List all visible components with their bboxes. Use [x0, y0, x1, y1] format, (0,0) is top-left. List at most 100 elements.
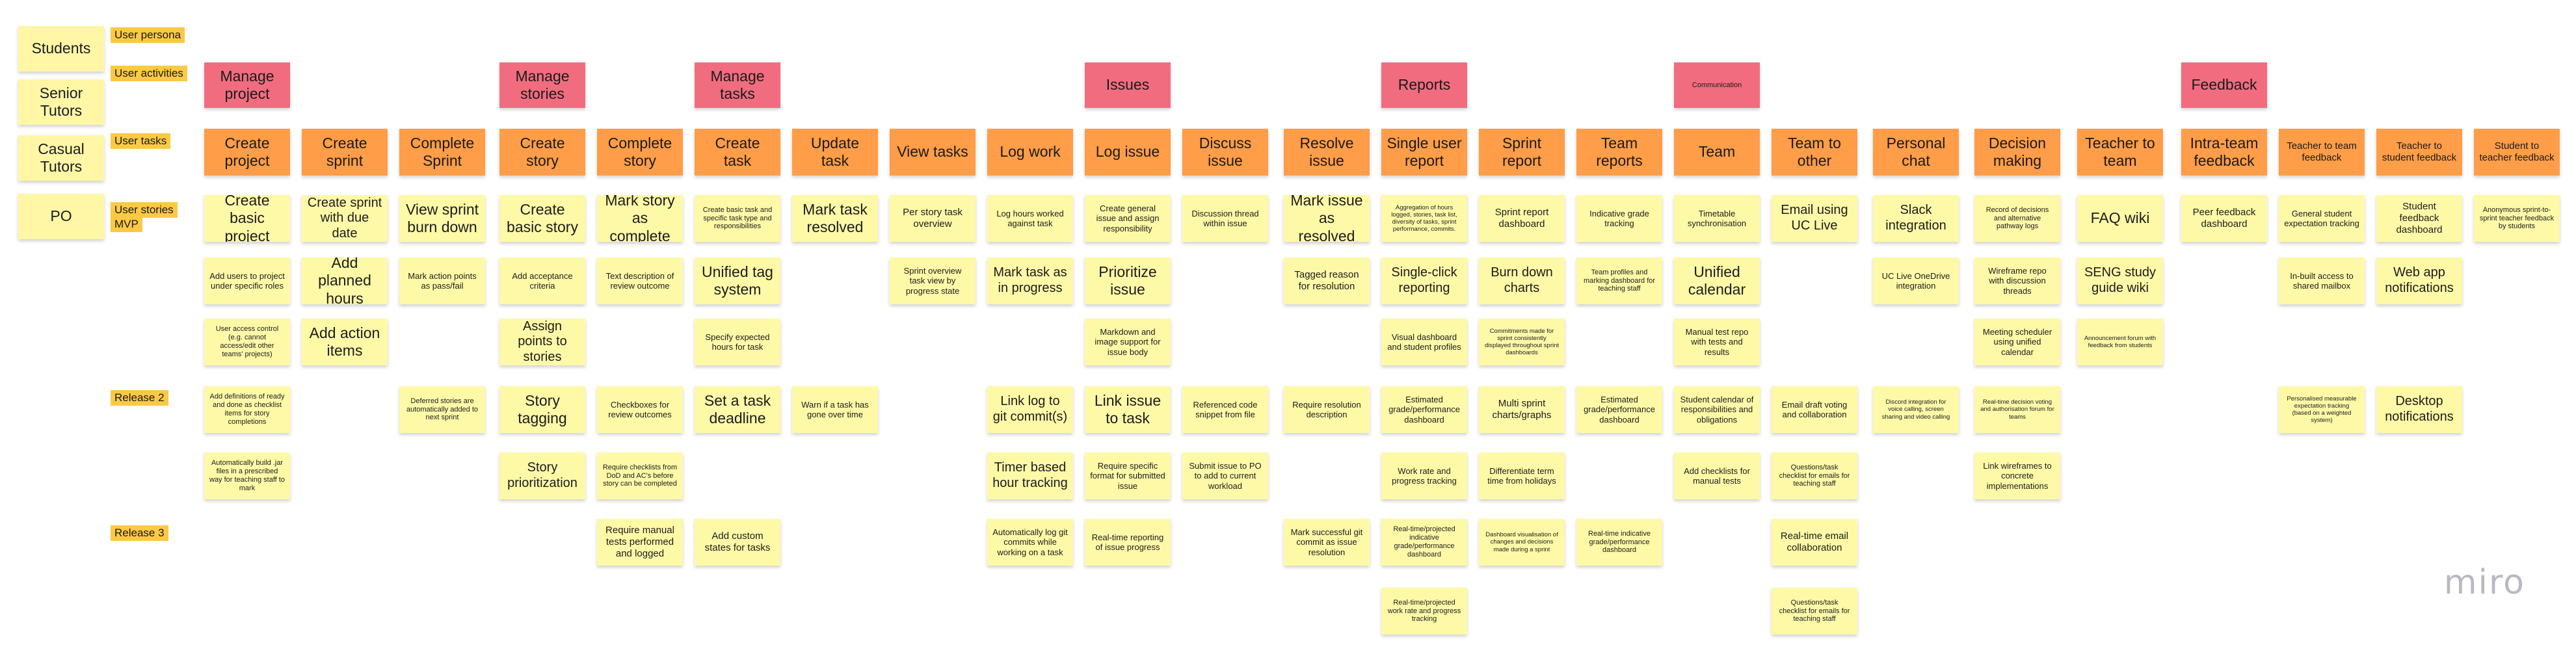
persona-students[interactable]: Students — [18, 26, 104, 72]
task-view-tasks[interactable]: View tasks — [890, 129, 976, 176]
task-discuss-issue[interactable]: Discuss issue — [1182, 129, 1268, 176]
task-create-story[interactable]: Create story — [499, 129, 585, 176]
persona-po[interactable]: PO — [18, 194, 104, 239]
story-mark-issue-resolved[interactable]: Mark issue as resolved — [1284, 195, 1370, 242]
story-sprint-report-dashboard[interactable]: Sprint report dashboard — [1479, 195, 1565, 242]
story-require-checklists-dod[interactable]: Require checklists from DoD and AC's bef… — [597, 453, 683, 499]
story-require-resolution-description[interactable]: Require resolution description — [1284, 386, 1370, 433]
story-discord-integration[interactable]: Discord integration for voice calling, s… — [1873, 386, 1959, 433]
story-create-basic-project[interactable]: Create basic project — [204, 195, 290, 242]
task-single-user-report[interactable]: Single user report — [1381, 129, 1467, 176]
story-per-story-task-overview[interactable]: Per story task overview — [890, 195, 976, 242]
story-realtime-decision-voting[interactable]: Real-time decision voting and authorisat… — [1974, 386, 2060, 433]
story-work-rate-tracking[interactable]: Work rate and progress tracking — [1381, 453, 1467, 499]
task-intra-team-feedback[interactable]: Intra-team feedback — [2181, 129, 2267, 176]
story-link-wireframes[interactable]: Link wireframes to concrete implementati… — [1974, 453, 2060, 499]
task-create-project[interactable]: Create project — [204, 129, 290, 176]
story-text-description-review[interactable]: Text description of review outcome — [597, 257, 683, 304]
story-aggregation-hours[interactable]: Aggregation of hours logged, stories, ta… — [1381, 195, 1467, 242]
story-create-sprint-due-date[interactable]: Create sprint with due date — [302, 195, 388, 242]
story-add-checklists-manual-tests[interactable]: Add checklists for manual tests — [1674, 453, 1760, 499]
story-student-feedback-dashboard[interactable]: Student feedback dashboard — [2376, 195, 2462, 242]
story-desktop-notifications[interactable]: Desktop notifications — [2376, 386, 2462, 433]
story-mark-action-points[interactable]: Mark action points as pass/fail — [399, 257, 485, 304]
task-team-reports[interactable]: Team reports — [1576, 129, 1662, 176]
activity-manage-stories[interactable]: Manage stories — [499, 62, 585, 108]
story-add-acceptance-criteria[interactable]: Add acceptance criteria — [499, 257, 585, 304]
task-decision-making[interactable]: Decision making — [1974, 129, 2060, 176]
story-tagged-reason-resolution[interactable]: Tagged reason for resolution — [1284, 257, 1370, 304]
task-team-to-other[interactable]: Team to other — [1772, 129, 1857, 176]
story-warn-task-over-time[interactable]: Warn if a task has gone over time — [792, 386, 878, 433]
story-manual-test-repo[interactable]: Manual test repo with tests and results — [1674, 319, 1760, 365]
story-submit-issue-po[interactable]: Submit issue to PO to add to current wor… — [1182, 453, 1268, 499]
story-web-app-notifications[interactable]: Web app notifications — [2376, 257, 2462, 304]
story-user-access-control[interactable]: User access control (e.g. cannot access/… — [204, 319, 290, 365]
story-realtime-issue-progress[interactable]: Real-time reporting of issue progress — [1085, 519, 1171, 566]
story-mark-task-in-progress[interactable]: Mark task as in progress — [987, 257, 1073, 304]
story-require-manual-tests[interactable]: Require manual tests performed and logge… — [597, 519, 683, 566]
story-faq-wiki[interactable]: FAQ wiki — [2077, 195, 2163, 242]
story-visual-dashboard-profiles[interactable]: Visual dashboard and student profiles — [1381, 319, 1467, 365]
story-announcement-forum[interactable]: Announcement forum with feedback from st… — [2077, 319, 2163, 365]
story-uc-live-onedrive[interactable]: UC Live OneDrive integration — [1873, 257, 1959, 304]
story-mark-task-resolved[interactable]: Mark task resolved — [792, 195, 878, 242]
story-indicative-grade-tracking[interactable]: Indicative grade tracking — [1576, 195, 1662, 242]
story-personalised-expectation[interactable]: Personalised measurable expectation trac… — [2279, 386, 2365, 433]
story-git-commit-resolution[interactable]: Mark successful git commit as issue reso… — [1284, 519, 1370, 566]
activity-manage-project[interactable]: Manage project — [204, 62, 290, 108]
story-team-estimated-grade[interactable]: Estimated grade/performance dashboard — [1576, 386, 1662, 433]
task-personal-chat[interactable]: Personal chat — [1873, 129, 1959, 176]
story-markdown-image-support[interactable]: Markdown and image support for issue bod… — [1085, 319, 1171, 365]
task-student-to-teacher-feedback[interactable]: Student to teacher feedback — [2474, 129, 2560, 176]
story-prioritize-issue[interactable]: Prioritize issue — [1085, 257, 1171, 304]
story-set-task-deadline[interactable]: Set a task deadline — [695, 386, 780, 433]
story-require-issue-format[interactable]: Require specific format for submitted is… — [1085, 453, 1171, 499]
story-differentiate-term-time[interactable]: Differentiate term time from holidays — [1479, 453, 1565, 499]
story-commitments-displayed[interactable]: Commitments made for sprint consistently… — [1479, 319, 1565, 365]
story-unified-tag-system[interactable]: Unified tag system — [695, 257, 780, 304]
story-assign-points[interactable]: Assign points to stories — [499, 319, 585, 365]
story-add-custom-states[interactable]: Add custom states for tasks — [695, 519, 780, 566]
story-story-prioritization[interactable]: Story prioritization — [499, 453, 585, 499]
task-teacher-to-team-feedback[interactable]: Teacher to team feedback — [2279, 129, 2365, 176]
story-realtime-grade-dashboard[interactable]: Real-time/projected indicative grade/per… — [1381, 519, 1467, 566]
story-auto-log-git-commits[interactable]: Automatically log git commits while work… — [987, 519, 1073, 566]
activity-feedback[interactable]: Feedback — [2181, 62, 2267, 108]
story-shared-mailbox[interactable]: In-built access to shared mailbox — [2279, 257, 2365, 304]
story-discussion-thread[interactable]: Discussion thread within issue — [1182, 195, 1268, 242]
task-teacher-to-student-feedback[interactable]: Teacher to student feedback — [2376, 129, 2462, 176]
story-create-basic-task[interactable]: Create basic task and specific task type… — [695, 195, 780, 242]
story-general-expectation-tracking[interactable]: General student expectation tracking — [2279, 195, 2365, 242]
story-realtime-work-rate[interactable]: Real-time/projected work rate and progre… — [1381, 588, 1467, 635]
story-sprint-overview-task-view[interactable]: Sprint overview task view by progress st… — [890, 257, 976, 304]
story-wireframe-repo[interactable]: Wireframe repo with discussion threads — [1974, 257, 2060, 304]
story-questions-checklist-emails-2[interactable]: Questions/task checklist for emails for … — [1772, 588, 1857, 635]
task-log-work[interactable]: Log work — [987, 129, 1073, 176]
task-log-issue[interactable]: Log issue — [1085, 129, 1171, 176]
story-meeting-scheduler[interactable]: Meeting scheduler using unified calendar — [1974, 319, 2060, 365]
story-seng-study-guide[interactable]: SENG study guide wiki — [2077, 257, 2163, 304]
activity-reports[interactable]: Reports — [1381, 62, 1467, 108]
story-timer-hour-tracking[interactable]: Timer based hour tracking — [987, 453, 1073, 499]
task-update-task[interactable]: Update task — [792, 129, 878, 176]
story-slack-integration[interactable]: Slack integration — [1873, 195, 1959, 242]
activity-issues[interactable]: Issues — [1085, 62, 1171, 108]
story-specify-expected-hours[interactable]: Specify expected hours for task — [695, 319, 780, 365]
task-create-task[interactable]: Create task — [695, 129, 780, 176]
activity-communication[interactable]: Communication — [1674, 62, 1760, 108]
story-team-realtime-grade[interactable]: Real-time indicative grade/performance d… — [1576, 519, 1662, 566]
story-single-click-reporting[interactable]: Single-click reporting — [1381, 257, 1467, 304]
task-complete-story[interactable]: Complete story — [597, 129, 683, 176]
story-add-users-roles[interactable]: Add users to project under specific role… — [204, 257, 290, 304]
story-multi-sprint-charts[interactable]: Multi sprint charts/graphs — [1479, 386, 1565, 433]
story-team-profiles-marking[interactable]: Team profiles and marking dashboard for … — [1576, 257, 1662, 304]
story-build-jar-files[interactable]: Automatically build .jar files in a pres… — [204, 453, 290, 499]
story-realtime-email-collab[interactable]: Real-time email collaboration — [1772, 519, 1857, 566]
story-deferred-stories[interactable]: Deferred stories are automatically added… — [399, 386, 485, 433]
task-resolve-issue[interactable]: Resolve issue — [1284, 129, 1370, 176]
story-email-draft-voting[interactable]: Email draft voting and collaboration — [1772, 386, 1857, 433]
story-record-decisions[interactable]: Record of decisions and alternative path… — [1974, 195, 2060, 242]
story-email-uc-live[interactable]: Email using UC Live — [1772, 195, 1857, 242]
task-teacher-to-team[interactable]: Teacher to team — [2077, 129, 2163, 176]
